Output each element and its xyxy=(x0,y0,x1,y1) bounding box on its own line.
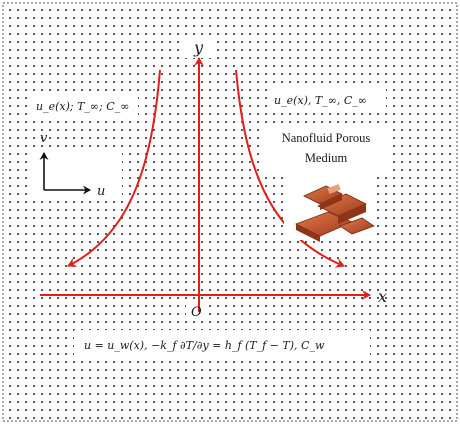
dotted-porous-background xyxy=(3,3,457,421)
wall-boundary-condition: u = u_w(x), −k_f ∂T/∂y = h_f (T_f − T), … xyxy=(84,339,325,352)
origin-label-box xyxy=(186,300,208,320)
right-condition-box xyxy=(268,86,386,112)
origin-label: O xyxy=(191,305,202,320)
u-label: u xyxy=(97,184,105,199)
y-label-box xyxy=(184,36,214,58)
left-streamline xyxy=(67,69,161,267)
v-label: v xyxy=(40,131,48,146)
medium-label-line1: Nanofluid Porous xyxy=(282,131,371,145)
x-axis-label: x xyxy=(378,287,387,306)
left-condition-box xyxy=(30,92,138,118)
right-streamline xyxy=(235,69,345,268)
left-boundary-condition: u_e(x); T_∞; C_∞ xyxy=(36,100,129,113)
y-axis-label: y xyxy=(193,38,204,57)
right-boundary-condition: u_e(x), T_∞, C_∞ xyxy=(274,94,367,107)
medium-label-line2: Medium xyxy=(305,151,348,165)
medium-label-box xyxy=(262,126,390,172)
bricks-icon xyxy=(284,176,376,242)
boundary-condition-box xyxy=(74,330,370,358)
